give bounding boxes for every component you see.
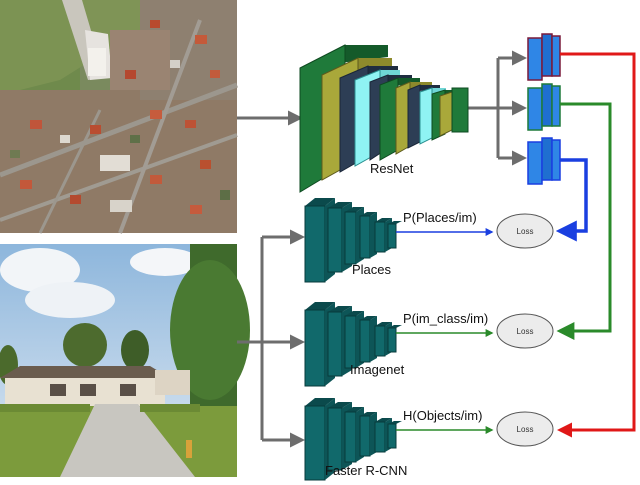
objects-output-label: H(Objects/im) bbox=[403, 408, 482, 423]
places-output-label: P(Places/im) bbox=[403, 210, 477, 225]
resnet-fan bbox=[468, 58, 500, 158]
svg-text:Loss: Loss bbox=[517, 327, 534, 336]
branch-block-bottom bbox=[527, 137, 561, 185]
resnet-block bbox=[299, 44, 469, 193]
places-label: Places bbox=[352, 262, 392, 277]
faster-rcnn-block bbox=[304, 398, 402, 481]
imagenet-block bbox=[304, 302, 402, 387]
resnet-label: ResNet bbox=[370, 161, 414, 176]
aerial-image bbox=[0, 0, 238, 234]
green-feedback-arrow bbox=[556, 102, 612, 340]
branch-block-top bbox=[527, 33, 561, 81]
imagenet-label: Imagenet bbox=[350, 362, 405, 377]
svg-text:Loss: Loss bbox=[517, 227, 534, 236]
input-connectors bbox=[237, 50, 527, 448]
imagenet-output-label: P(im_class/im) bbox=[403, 311, 488, 326]
loss-node-imagenet: Loss bbox=[496, 313, 554, 349]
loss-node-objects: Loss bbox=[496, 411, 554, 447]
blue-feedback-arrow bbox=[555, 158, 588, 242]
faster-rcnn-label: Faster R-CNN bbox=[325, 463, 407, 478]
svg-text:Loss: Loss bbox=[517, 425, 534, 434]
places-block bbox=[304, 198, 402, 283]
branch-block-middle bbox=[527, 83, 561, 131]
ground-level-image bbox=[0, 244, 250, 477]
red-feedback-arrow bbox=[557, 52, 636, 438]
loss-node-places: Loss bbox=[496, 213, 554, 249]
